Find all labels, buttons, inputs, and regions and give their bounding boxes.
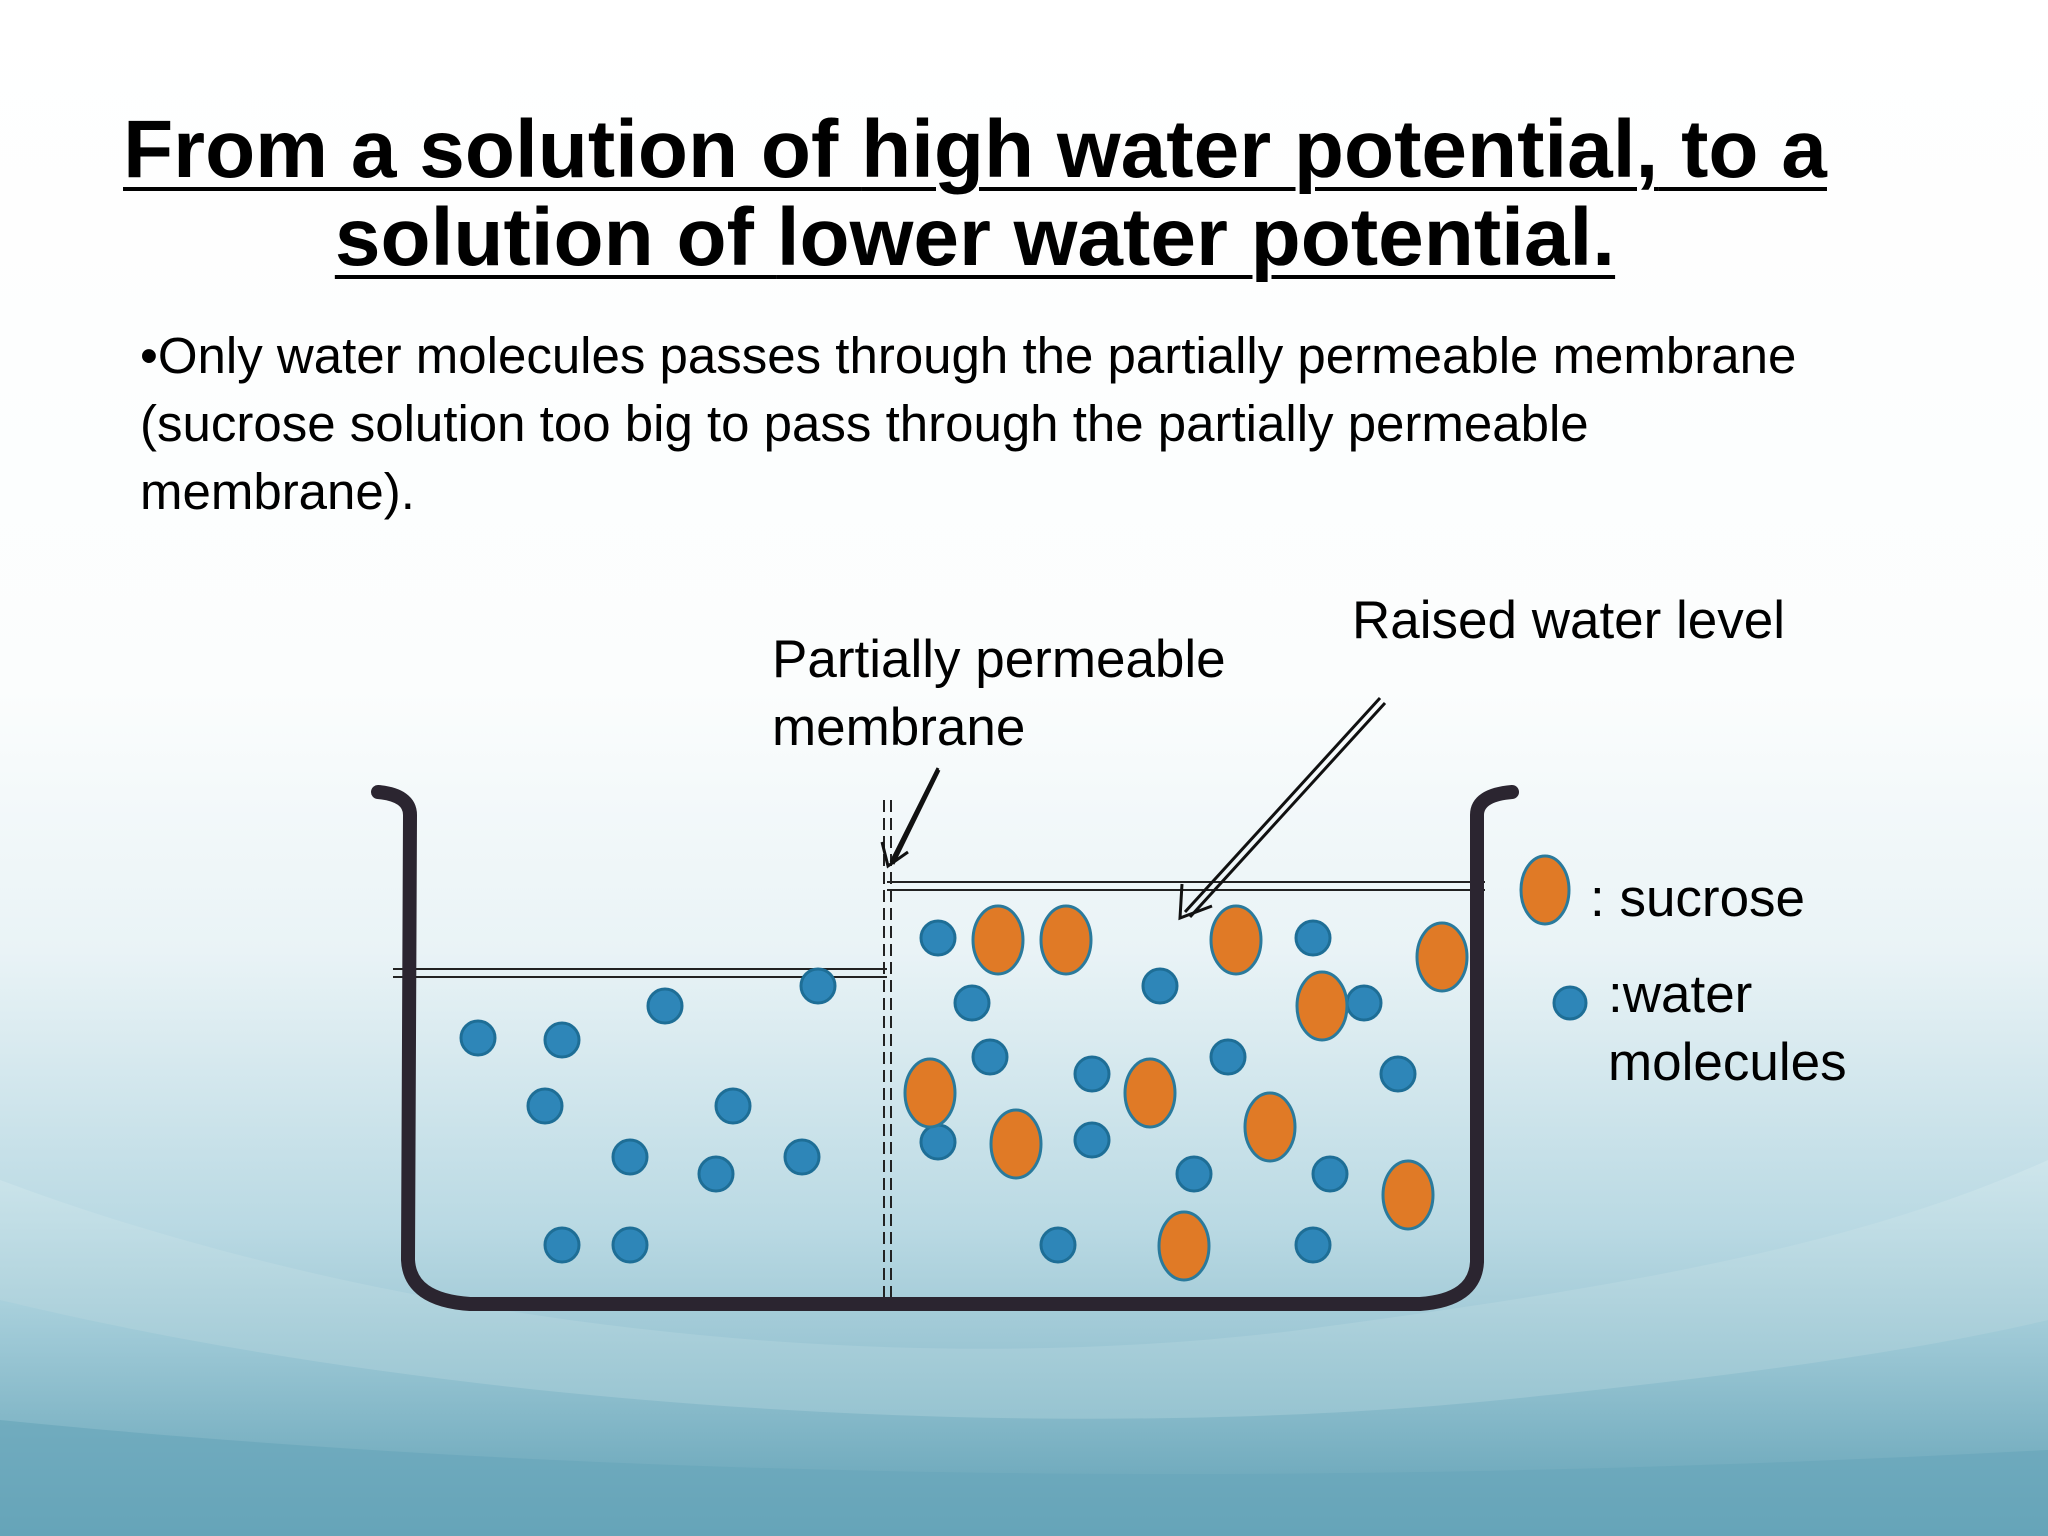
sucrose-molecule: [1295, 970, 1349, 1042]
water-molecule: [526, 1087, 564, 1125]
title-part-1: From a solution of: [123, 104, 862, 195]
title-part-2: to a solution of: [334, 104, 1827, 283]
water-molecule: [611, 1226, 649, 1264]
sucrose-molecule: [1209, 904, 1263, 976]
title-bold-1: high water potential,: [861, 104, 1659, 195]
sucrose-molecule: [1039, 904, 1093, 976]
water-molecule: [1073, 1121, 1111, 1159]
raised-level-label: Raised water level: [1352, 591, 1786, 650]
sucrose-molecule: [1243, 1091, 1297, 1163]
membrane-label: Partially permeable membrane: [772, 630, 1226, 757]
bullet-point: •Only water molecules passes through the…: [140, 322, 1840, 526]
water-molecule: [971, 1038, 1009, 1076]
sucrose-molecule: [903, 1057, 957, 1129]
sucrose-molecule: [971, 904, 1025, 976]
water-molecule: [611, 1138, 649, 1176]
bullet-mark: •: [140, 327, 158, 384]
water-molecule: [1039, 1226, 1077, 1264]
water-molecule: [1141, 967, 1179, 1005]
water-molecule: [953, 984, 991, 1022]
water-molecule: [646, 987, 684, 1025]
water-molecule: [1345, 984, 1383, 1022]
sucrose-molecule: [1157, 1210, 1211, 1282]
water-molecule: [1294, 1226, 1332, 1264]
bullet-text: Only water molecules passes through the …: [140, 327, 1797, 520]
beaker: [371, 785, 1519, 1311]
water-molecule: [1209, 1038, 1247, 1076]
sucrose-molecule: [1123, 1057, 1177, 1129]
raised-level-pointer-arrow: [1178, 696, 1387, 921]
title-bold-2: lower water potential.: [776, 192, 1616, 283]
water-molecule: [1073, 1055, 1111, 1093]
water-molecule: [1294, 919, 1332, 957]
sucrose-molecule: [989, 1108, 1043, 1180]
water-molecule: [1311, 1155, 1349, 1193]
sucrose-molecule: [1415, 921, 1469, 993]
water-molecule: [799, 967, 837, 1005]
water-molecule: [783, 1138, 821, 1176]
water-molecule: [697, 1155, 735, 1193]
water-molecule: [543, 1021, 581, 1059]
legend-sucrose-label: : sucrose: [1590, 869, 1806, 928]
water-molecule: [543, 1226, 581, 1264]
membrane-line: [883, 800, 892, 1310]
slide-title: From a solution of high water potential,…: [0, 106, 1950, 282]
sucrose-molecule: [1381, 1159, 1435, 1231]
membrane-pointer-arrow: [880, 767, 941, 869]
water-molecule: [1175, 1155, 1213, 1193]
water-molecule: [919, 1123, 957, 1161]
water-molecule: [459, 1019, 497, 1057]
particles-group: [459, 904, 1469, 1282]
water-molecule: [714, 1087, 752, 1125]
legend-sucrose-symbol: [1519, 854, 1571, 926]
legend-water-symbol: [1552, 985, 1588, 1021]
legend-water-label: :water molecules: [1608, 965, 1847, 1092]
water-molecule: [919, 919, 957, 957]
water-molecule: [1379, 1055, 1417, 1093]
